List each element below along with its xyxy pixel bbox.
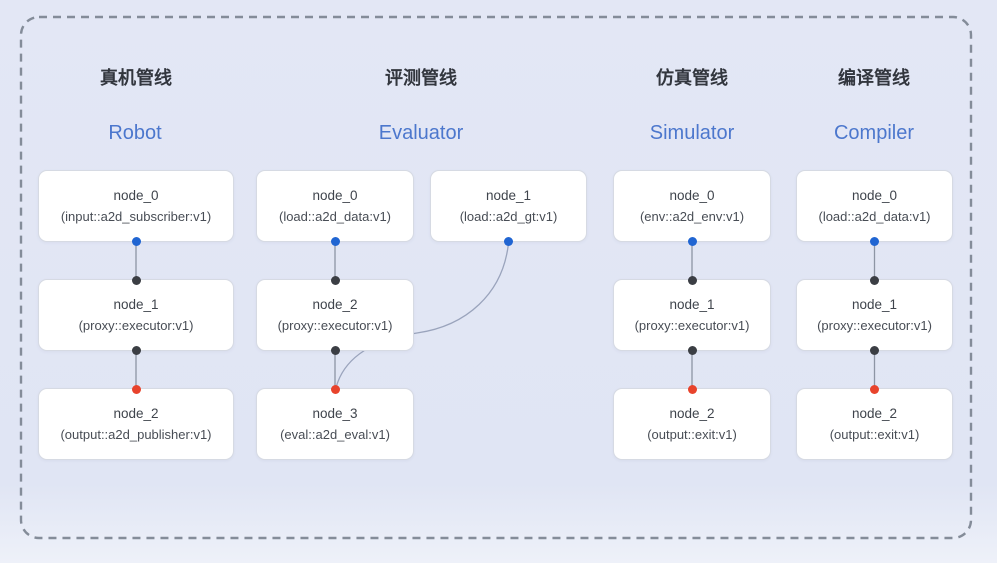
node-name: node_0 bbox=[113, 187, 159, 203]
port-dot-black bbox=[687, 345, 697, 355]
port-dot-black bbox=[131, 345, 141, 355]
node-impl: (output::a2d_publisher:v1) bbox=[60, 427, 212, 443]
pipeline-title-zh-compiler: 编译管线 bbox=[838, 68, 910, 88]
node-name: node_2 bbox=[851, 405, 898, 421]
node-impl: (load::a2d_data:v1) bbox=[818, 209, 931, 225]
gt-to-eval-curve bbox=[335, 242, 510, 387]
node-robot-0: node_0 (input::a2d_subscriber:v1) bbox=[38, 170, 234, 246]
node-impl: (eval::a2d_eval:v1) bbox=[280, 427, 390, 443]
port-dot-black bbox=[330, 275, 340, 285]
node-name: node_1 bbox=[669, 296, 715, 312]
node-name: node_2 bbox=[669, 405, 715, 421]
port-dot-black bbox=[687, 275, 697, 285]
node-compiler-0: node_0 (load::a2d_data:v1) bbox=[796, 170, 953, 246]
pipeline-title-zh-evaluator: 评测管线 bbox=[385, 68, 457, 88]
node-impl: (input::a2d_subscriber:v1) bbox=[60, 209, 212, 225]
pipeline-title-zh-robot: 真机管线 bbox=[100, 68, 172, 88]
pipeline-title-en-robot: Robot bbox=[108, 122, 162, 144]
node-impl: (load::a2d_data:v1) bbox=[278, 209, 392, 225]
node-impl: (proxy::executor:v1) bbox=[78, 318, 194, 334]
node-name: node_0 bbox=[669, 187, 715, 203]
node-compiler-1: node_1 (proxy::executor:v1) bbox=[796, 275, 953, 355]
port-dot-black bbox=[870, 345, 879, 355]
node-impl: (proxy::executor:v1) bbox=[634, 318, 750, 334]
node-impl: (proxy::executor:v1) bbox=[277, 318, 393, 334]
node-evaluator-1: node_1 (load::a2d_gt:v1) bbox=[430, 170, 587, 246]
node-impl: (output::exit:v1) bbox=[647, 427, 737, 443]
node-simulator-0: node_0 (env::a2d_env:v1) bbox=[613, 170, 771, 246]
port-dot-red bbox=[870, 384, 879, 394]
port-dot-black bbox=[330, 345, 340, 355]
port-dot-red bbox=[131, 384, 141, 394]
pipeline-title-en-compiler: Compiler bbox=[833, 122, 915, 144]
node-compiler-2: node_2 (output::exit:v1) bbox=[796, 384, 953, 460]
node-simulator-1: node_1 (proxy::executor:v1) bbox=[613, 275, 771, 355]
port-dot-blue bbox=[131, 236, 141, 246]
node-impl: (load::a2d_gt:v1) bbox=[459, 209, 558, 225]
port-dot-black bbox=[870, 275, 879, 285]
pipeline-title-zh-simulator: 仿真管线 bbox=[656, 68, 728, 88]
node-name: node_1 bbox=[113, 296, 159, 312]
port-dot-blue bbox=[504, 236, 513, 246]
node-name: node_2 bbox=[113, 405, 159, 421]
port-dot-black bbox=[131, 275, 141, 285]
port-dot-blue bbox=[687, 236, 697, 246]
node-robot-2: node_2 (output::a2d_publisher:v1) bbox=[38, 384, 234, 460]
node-name: node_0 bbox=[312, 187, 358, 203]
pipeline-title-en-simulator: Simulator bbox=[649, 122, 735, 144]
node-simulator-2: node_2 (output::exit:v1) bbox=[613, 384, 771, 460]
node-robot-1: node_1 (proxy::executor:v1) bbox=[38, 275, 234, 355]
port-dot-blue bbox=[330, 236, 340, 246]
dashed-border bbox=[19, 15, 973, 540]
node-impl: (output::exit:v1) bbox=[829, 427, 920, 443]
node-name: node_2 bbox=[312, 296, 358, 312]
node-name: node_1 bbox=[851, 296, 898, 312]
port-dot-red bbox=[687, 384, 697, 394]
port-dot-blue bbox=[870, 236, 879, 246]
pipeline-title-en-evaluator: Evaluator bbox=[378, 122, 464, 144]
port-dot-red bbox=[330, 384, 340, 394]
node-name: node_1 bbox=[485, 187, 532, 203]
node-name: node_0 bbox=[851, 187, 898, 203]
node-name: node_3 bbox=[312, 405, 358, 421]
node-evaluator-0: node_0 (load::a2d_data:v1) bbox=[256, 170, 414, 246]
node-impl: (proxy::executor:v1) bbox=[817, 318, 932, 334]
node-evaluator-3: node_3 (eval::a2d_eval:v1) bbox=[256, 384, 414, 460]
node-evaluator-2: node_2 (proxy::executor:v1) bbox=[256, 275, 414, 355]
node-impl: (env::a2d_env:v1) bbox=[639, 209, 745, 225]
